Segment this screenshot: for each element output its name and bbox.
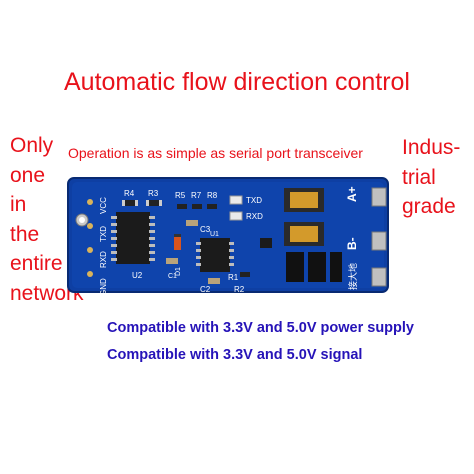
label-b-minus: B- bbox=[345, 237, 359, 250]
ref-r2: R2 bbox=[234, 285, 245, 294]
resistors-top-left: R4 R3 bbox=[124, 189, 159, 198]
chip-u1: U1 bbox=[196, 231, 234, 272]
ref-r7: R7 bbox=[191, 191, 202, 200]
diode-d1: D1 bbox=[174, 234, 182, 276]
pin-label-vcc: VCC bbox=[99, 197, 108, 214]
jumper-block bbox=[286, 252, 342, 282]
right-caption-line: grade bbox=[402, 195, 456, 218]
page-title: Automatic flow direction control bbox=[64, 68, 410, 96]
pin-label-gnd: GND bbox=[99, 278, 108, 296]
right-caption-line: trial bbox=[402, 165, 436, 189]
pin-label-txd: TXD bbox=[99, 226, 108, 242]
ref-r3: R3 bbox=[148, 189, 159, 198]
terminal-pads bbox=[371, 187, 387, 287]
left-caption-line: Only bbox=[10, 134, 54, 157]
tvs-diodes bbox=[284, 188, 324, 246]
ref-c3: C3 bbox=[200, 225, 211, 234]
label-a-plus: A+ bbox=[345, 186, 359, 202]
left-caption-line: one bbox=[10, 163, 46, 187]
ref-c1: C1 bbox=[168, 273, 177, 280]
ref-u1: U1 bbox=[210, 231, 219, 238]
right-caption-line: Indus- bbox=[402, 136, 461, 159]
ref-r4: R4 bbox=[124, 189, 135, 198]
right-caption: Indus- trial grade bbox=[402, 133, 460, 222]
chip-u2: U2 bbox=[111, 212, 155, 280]
pin-label-rxd: RXD bbox=[99, 251, 108, 268]
left-caption-line: in bbox=[10, 193, 27, 216]
left-caption-line: entire bbox=[10, 252, 63, 275]
compat-line-signal: Compatible with 3.3V and 5.0V signal bbox=[107, 347, 363, 363]
led-label-txd: TXD bbox=[246, 196, 262, 205]
led-indicators: TXD RXD bbox=[229, 195, 263, 221]
ref-r1: R1 bbox=[228, 273, 239, 282]
compat-line-power: Compatible with 3.3V and 5.0V power supp… bbox=[107, 320, 414, 336]
ref-u2: U2 bbox=[132, 271, 143, 280]
ref-r8: R8 bbox=[207, 191, 218, 200]
subtitle: Operation is as simple as serial port tr… bbox=[68, 145, 363, 161]
ref-d1: D1 bbox=[175, 267, 182, 276]
pcb-board: GND RXD TXD VCC U2 R4 R3 D1 C1 bbox=[67, 177, 389, 296]
ref-r5: R5 bbox=[175, 191, 186, 200]
left-caption-line: network bbox=[10, 281, 84, 305]
left-caption-line: the bbox=[10, 222, 40, 246]
transistor bbox=[260, 238, 272, 248]
left-pin-header bbox=[87, 199, 93, 277]
led-label-rxd: RXD bbox=[246, 212, 263, 221]
ref-c2: C2 bbox=[200, 285, 211, 294]
left-caption: Only one in the entire network bbox=[10, 131, 84, 308]
label-ground: 接大地 bbox=[347, 263, 358, 290]
